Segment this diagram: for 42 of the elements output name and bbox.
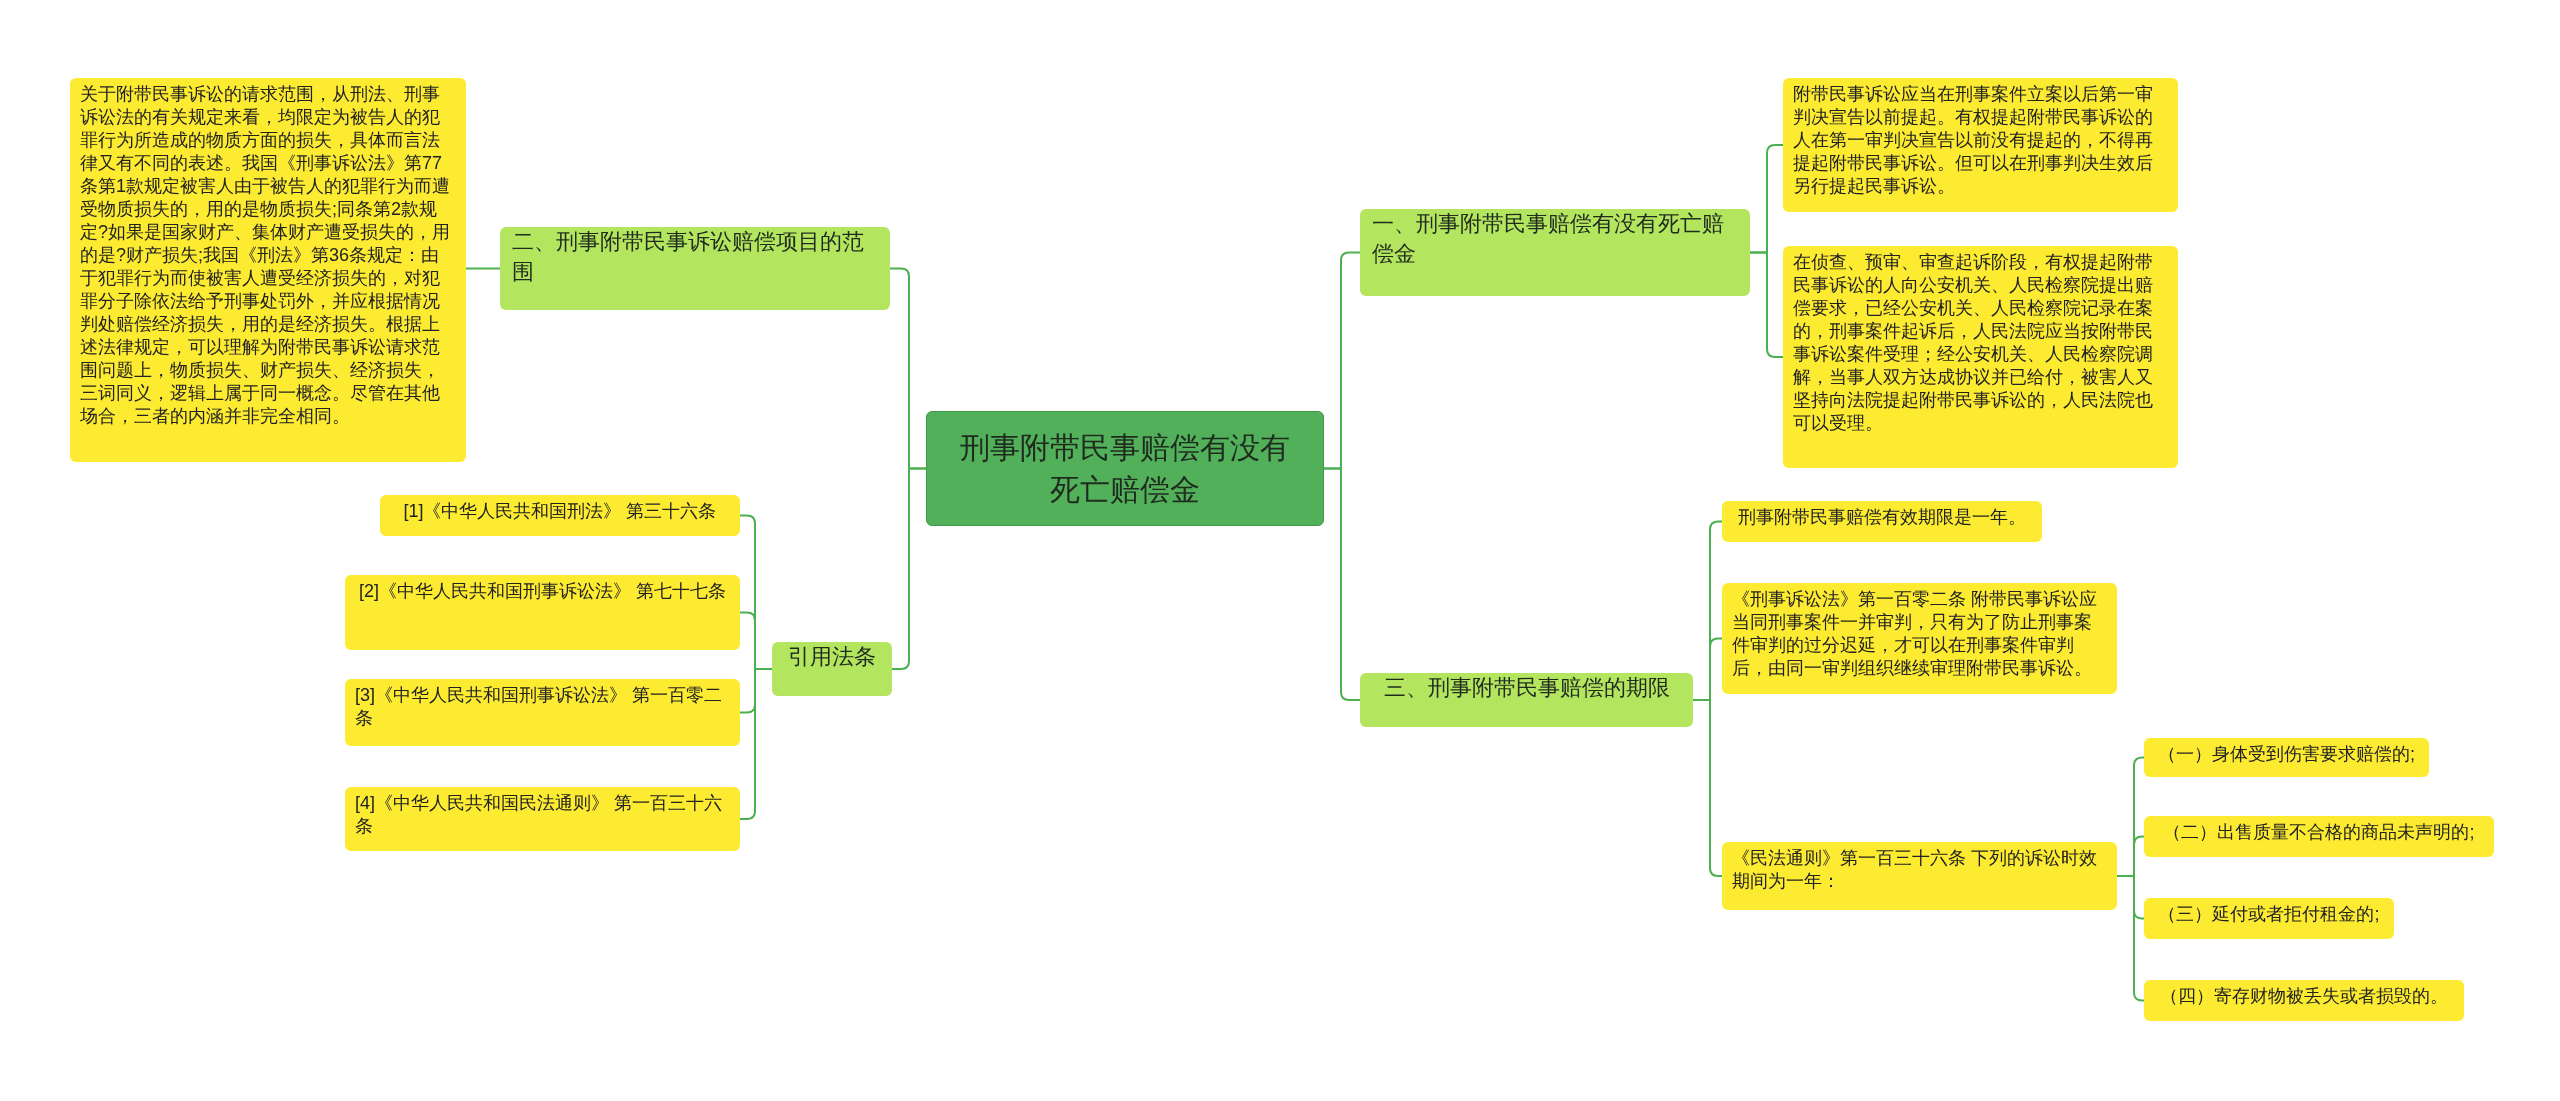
note-box xyxy=(380,495,740,536)
note-box xyxy=(1783,246,2178,468)
connector-line xyxy=(891,467,927,670)
note-text: [1]《中华人民共和国刑法》 第三十六条 xyxy=(403,500,717,523)
note-box xyxy=(2144,898,2394,939)
branch-label: 引用法条 xyxy=(788,643,876,671)
note-box xyxy=(345,575,740,650)
branch-label: 二、刑事附带民事诉讼赔偿项目的范围 xyxy=(512,228,865,286)
topic-title: 刑事附带民事赔偿有没有死亡赔偿金 xyxy=(959,429,1291,508)
connector-line xyxy=(1323,467,1361,701)
note-text: [2]《中华人民共和国刑事诉讼法》 第七十七条 xyxy=(359,580,726,603)
note-box xyxy=(2144,738,2429,777)
note-text: 在侦查、预审、审查起诉阶段，有权提起附带民事诉讼的人向公安机关、人民检察院提出赔偿要求，已经公安机关、人民检察院记录在案的，刑事案件起诉后，人民法院应当按附带民事诉讼案件受理；经公安机关、人民检察院调解，当事人双方达成协议并已给付，被害人又坚持向法院提起附带民事诉讼的，人民法院也可以受理。 xyxy=(1793,251,2154,435)
central-topic-box xyxy=(926,411,1324,526)
note-box xyxy=(2144,980,2464,1021)
note-box xyxy=(1722,583,2117,694)
note-box xyxy=(70,78,466,462)
branch-label: 三、刑事附带民事赔偿的期限 xyxy=(1383,674,1670,702)
note-text: 《民法通则》第一百三十六条 下列的诉讼时效期间为一年： xyxy=(1732,847,2098,893)
note-box xyxy=(345,787,740,851)
note-box xyxy=(345,679,740,746)
note-text: （三）延付或者拒付租金的; xyxy=(2158,903,2380,926)
note-text: （二）出售质量不合格的商品未声明的; xyxy=(2163,821,2475,844)
note-text: 刑事附带民事赔偿有效期限是一年。 xyxy=(1738,506,2026,529)
note-text: 关于附带民事诉讼的请求范围，从刑法、刑事诉讼法的有关规定来看，均限定为被告人的犯罪行为所造成的物质方面的损失，具体而言法律又有不同的表述。我国《刑事诉讼法》第77条第1款规定被害人由于被告人的犯罪行为而遭受物质损失的，用的是物质损失;同条第2款规定?如果是国家财产、集体财产遭受损失的，用的是?财产损失;我国《刑法》第36条规定：由于犯罪行为而使被害人遭受经济损失的，对犯罪分子除依法给予刑事处罚外，并应根据情况判处赔偿经济损失，用的是经济损失。根据上述法律规定，可以理解为附带民事诉讼请求范围问题上，物质损失、财产损失、经济损失，三词同义，逻辑上属于同一概念。尽管在其他场合，三者的内涵并非完全相同。 xyxy=(80,83,451,428)
branch-box xyxy=(1360,209,1750,296)
connector-line xyxy=(1749,251,1784,358)
note-text: [3]《中华人民共和国刑事诉讼法》 第一百零二条 xyxy=(355,684,723,730)
branch-label: 一、刑事附带民事赔偿有没有死亡赔偿金 xyxy=(1372,210,1725,268)
branch-box xyxy=(1360,673,1693,727)
connector-line xyxy=(465,267,501,270)
note-text: （四）寄存财物被丢失或者损毁的。 xyxy=(2160,985,2448,1008)
note-box xyxy=(1722,501,2042,542)
note-text: [4]《中华人民共和国民法通则》 第一百三十六条 xyxy=(355,792,723,838)
note-box xyxy=(2144,816,2494,857)
note-box xyxy=(1722,842,2117,910)
branch-box xyxy=(500,227,890,310)
note-box xyxy=(1783,78,2178,212)
branch-box xyxy=(772,642,892,696)
note-text: 《刑事诉讼法》第一百零二条 附带民事诉讼应当同刑事案件一并审判，只有为了防止刑事案件审判的过分迟延，才可以在刑事案件审判后，由同一审判组织继续审理附带民事诉讼。 xyxy=(1732,588,2098,680)
note-text: （一）身体受到伤害要求赔偿的; xyxy=(2158,743,2415,766)
note-text: 附带民事诉讼应当在刑事案件立案以后第一审判决宣告以前提起。有权提起附带民事诉讼的人在第一审判决宣告以前没有提起的，不得再提起附带民事诉讼。但可以在刑事判决生效后另行提起民事诉讼。 xyxy=(1793,83,2154,198)
